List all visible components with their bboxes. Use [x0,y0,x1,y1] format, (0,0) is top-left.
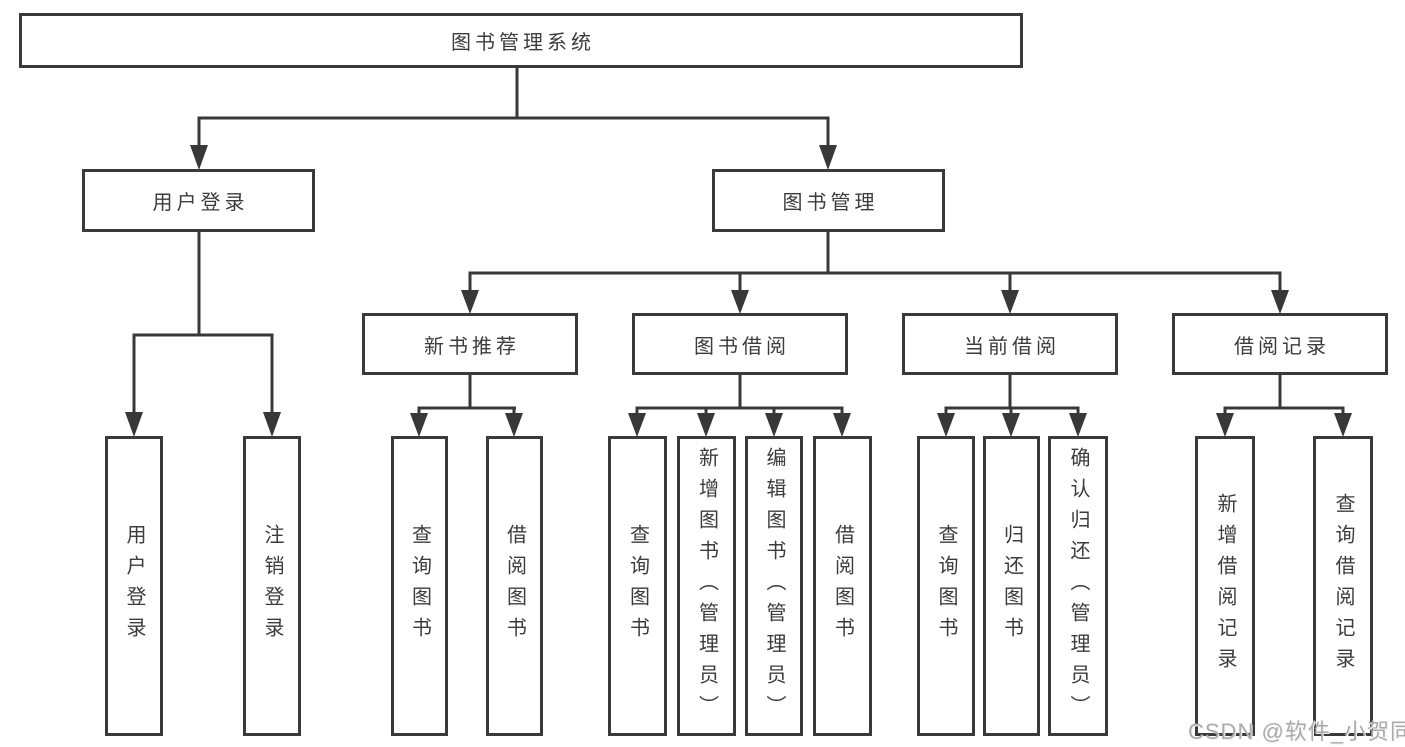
leaf-return-book-label: 归还图书 [1000,524,1023,648]
node-new-book-recommend: 新书推荐 [362,313,578,375]
leaf-query-borrow-record: 查询借阅记录 [1313,436,1373,736]
node-book-borrow-label: 图书借阅 [694,335,790,358]
leaf-edit-book-admin-label: 编辑图书（管理员） [763,446,785,726]
leaf-query-borrow-record-label: 查询借阅记录 [1332,493,1354,679]
leaf-borrow-book-recommend: 借阅图书 [486,436,543,736]
leaf-add-borrow-record: 新增借阅记录 [1195,436,1255,736]
leaf-query-book-current-label: 查询图书 [935,524,957,648]
leaf-logout: 注销登录 [243,436,301,736]
leaf-query-book-current: 查询图书 [917,436,975,736]
leaf-query-book-recommend: 查询图书 [391,436,448,736]
node-user-login: 用户登录 [82,169,315,232]
leaf-query-book-recommend-label: 查询图书 [408,524,431,648]
leaf-user-login-label: 用户登录 [123,524,145,648]
node-borrow-records-label: 借阅记录 [1234,335,1330,358]
leaf-add-book-admin: 新增图书（管理员） [677,436,736,736]
leaf-confirm-return-admin-label: 确认归还（管理员） [1067,446,1089,726]
leaf-logout-label: 注销登录 [261,524,283,648]
csdn-watermark: CSDN @软件_小贺同学 [1188,719,1405,744]
node-book-management-label: 图书管理 [782,192,879,214]
node-root-label: 图书管理系统 [451,32,595,54]
node-current-borrow: 当前借阅 [902,313,1118,375]
arrow-down-icon [125,145,1352,437]
leaf-user-login: 用户登录 [105,436,163,736]
node-book-borrow: 图书借阅 [632,313,848,375]
node-current-borrow-label: 当前借阅 [964,335,1060,358]
node-root: 图书管理系统 [19,13,1023,68]
leaf-borrow-book: 借阅图书 [813,436,872,736]
leaf-edit-book-admin: 编辑图书（管理员） [745,436,803,736]
leaf-add-borrow-record-label: 新增借阅记录 [1214,493,1236,679]
leaf-query-book-borrow-label: 查询图书 [626,524,649,648]
leaf-confirm-return-admin: 确认归还（管理员） [1048,436,1108,736]
leaf-return-book: 归还图书 [983,436,1040,736]
leaf-add-book-admin-label: 新增图书（管理员） [695,446,718,726]
leaf-borrow-book-recommend-label: 借阅图书 [503,524,526,648]
leaf-query-book-borrow: 查询图书 [608,436,667,736]
node-user-login-label: 用户登录 [152,192,249,214]
node-new-book-recommend-label: 新书推荐 [424,335,520,358]
node-borrow-records: 借阅记录 [1172,313,1388,375]
node-book-management: 图书管理 [712,169,945,232]
leaf-borrow-book-label: 借阅图书 [831,524,854,648]
